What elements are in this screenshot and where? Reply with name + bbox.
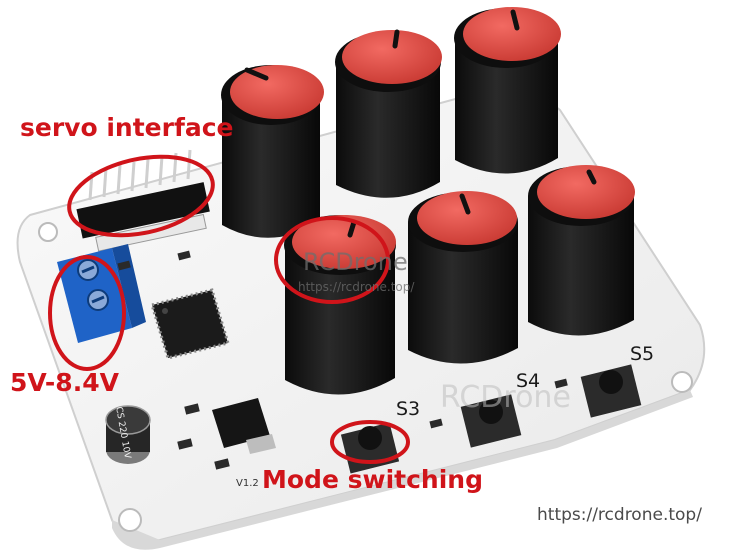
mounting-hole [38,222,58,242]
mode-switching-label: Mode switching [262,465,483,494]
electrolytic-capacitor [105,405,151,464]
footer-url-watermark: https://rcdrone.top/ [537,505,702,525]
switch-label-s5: S5 [630,343,655,365]
mode-button-highlight [330,420,410,464]
microcontroller-chip [150,288,230,360]
potentiometer-knob [528,165,635,336]
servo-interface-highlight [67,154,215,238]
switch-s4-button [460,394,522,448]
potentiometer-knob [335,29,442,198]
power-input-highlight [48,255,126,371]
switch-label-s3: S3 [396,398,421,420]
faint-brand-watermark: RCDrone [440,380,571,415]
potentiometer-knob [454,7,561,174]
brand-watermark: RCDrone [303,248,408,276]
potentiometer-knob [284,215,396,395]
switch-s5-button [580,364,642,418]
brand-url-watermark: https://rcdrone.top/ [298,280,415,294]
mode-switch-highlight [274,216,390,304]
potentiometer-knob [408,191,518,364]
mounting-hole [671,371,693,393]
switch-label-s4: S4 [516,370,541,392]
voltage-range-label: 5V-8.4V [10,368,119,397]
mounting-hole [118,508,142,532]
servo-interface-label: servo interface [20,113,234,142]
potentiometer-knob [221,65,324,238]
voltage-regulator [212,398,276,454]
board-version-label: V1.2 [236,478,259,489]
